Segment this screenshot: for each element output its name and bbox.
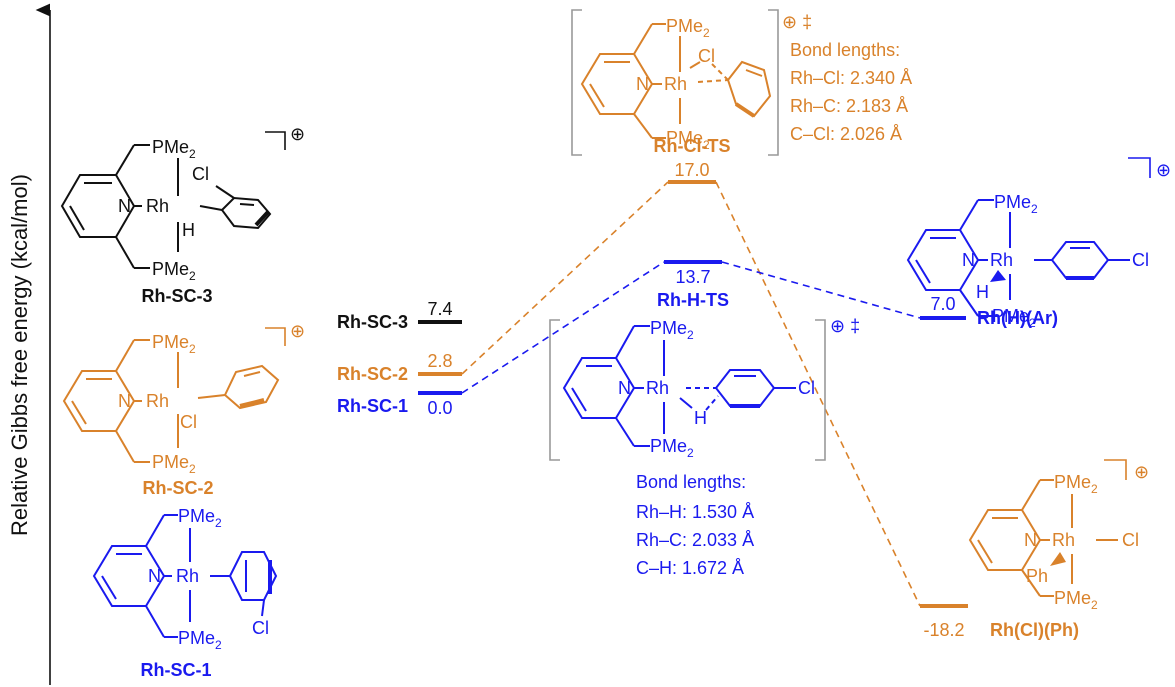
svg-text:PMe2: PMe2 xyxy=(1054,472,1098,496)
structure-rh-h-ar xyxy=(906,199,1130,317)
y-axis-label: Relative Gibbs free energy (kcal/mol) xyxy=(7,174,32,536)
svg-text:PMe2: PMe2 xyxy=(152,259,196,283)
structure-rh-cl-ts xyxy=(580,23,772,139)
connector-sc1-hts xyxy=(461,261,665,394)
level-value-rh-cl-ts: 17.0 xyxy=(674,160,709,180)
svg-text:Cl: Cl xyxy=(798,378,815,398)
structure-rh-sc-1 xyxy=(92,514,278,638)
structure-rh-sc-3 xyxy=(60,144,272,269)
svg-text:Cl: Cl xyxy=(252,618,269,638)
svg-text:Rh: Rh xyxy=(1052,530,1075,550)
svg-text:PMe2: PMe2 xyxy=(650,436,694,460)
svg-text:Rh-SC-2: Rh-SC-2 xyxy=(143,478,214,498)
structure-rh-cl-ts-text: PMe2 N Rh Cl PMe2 ⊕ ‡ Bond lengths: Rh–C… xyxy=(636,12,912,152)
svg-text:H: H xyxy=(694,408,707,428)
svg-text:PMe2: PMe2 xyxy=(666,128,710,152)
svg-text:Rh–C: 2.183 Å: Rh–C: 2.183 Å xyxy=(790,96,908,116)
svg-text:H: H xyxy=(182,220,195,240)
svg-text:⊕ ‡: ⊕ ‡ xyxy=(830,316,860,336)
svg-text:N: N xyxy=(148,566,161,586)
svg-text:Cl: Cl xyxy=(192,164,209,184)
svg-text:Rh-SC-1: Rh-SC-1 xyxy=(141,660,212,680)
level-label-rh-cl-ts: Rh-Cl-TS xyxy=(654,136,731,156)
structure-rh-sc-3-text: PMe2 N Rh Cl H PMe2 ⊕ Rh-SC-3 xyxy=(118,124,305,306)
wedge-bond-rh-h-ar xyxy=(990,270,1006,282)
level-label-rh-sc-2: Rh-SC-2 xyxy=(337,364,408,384)
svg-text:Ph: Ph xyxy=(1026,566,1048,586)
svg-text:Rh–H: 1.530 Å: Rh–H: 1.530 Å xyxy=(636,502,754,522)
charge-bracket-rh-h-ar xyxy=(1128,157,1151,178)
svg-text:⊕ ‡: ⊕ ‡ xyxy=(782,12,812,32)
structure-rh-sc-2 xyxy=(62,339,280,463)
bracket-rh-cl-ts xyxy=(571,9,779,156)
svg-text:C–H: 1.672 Å: C–H: 1.672 Å xyxy=(636,558,744,578)
level-label-rh-cl-ph: Rh(Cl)(Ph) xyxy=(990,620,1079,640)
svg-text:Rh–C: 2.033 Å: Rh–C: 2.033 Å xyxy=(636,530,754,550)
svg-text:Bond lengths:: Bond lengths: xyxy=(636,472,746,492)
structure-rh-cl-ph-text: PMe2 N Rh Cl Ph PMe2 ⊕ xyxy=(1024,462,1149,612)
connector-hts-har xyxy=(721,261,921,319)
svg-text:PMe2: PMe2 xyxy=(1054,588,1098,612)
svg-text:Rh: Rh xyxy=(176,566,199,586)
svg-text:Bond lengths:: Bond lengths: xyxy=(790,40,900,60)
svg-text:N: N xyxy=(118,196,131,216)
svg-text:PMe2: PMe2 xyxy=(994,192,1038,216)
bracket-rh-h-ts xyxy=(549,319,826,461)
level-value-rh-h-ar: 7.0 xyxy=(930,294,955,314)
structure-rh-h-ts xyxy=(562,325,796,447)
svg-text:N: N xyxy=(1024,530,1037,550)
structure-rh-sc-1-text: PMe2 N Rh PMe2 Cl Rh-SC-1 xyxy=(141,506,270,680)
structure-rh-sc-2-text: PMe2 N Rh Cl PMe2 ⊕ Rh-SC-2 xyxy=(118,321,305,498)
charge-bracket-rh-sc-2 xyxy=(265,327,286,346)
charge-bracket-rh-sc-3 xyxy=(265,131,286,150)
svg-text:N: N xyxy=(618,378,631,398)
svg-text:PMe2: PMe2 xyxy=(152,452,196,476)
svg-text:PMe2: PMe2 xyxy=(178,506,222,530)
svg-text:⊕: ⊕ xyxy=(290,321,305,341)
svg-text:Cl: Cl xyxy=(1122,530,1139,550)
connector-sc2-clts xyxy=(461,181,669,375)
level-value-rh-sc-1: 0.0 xyxy=(427,398,452,418)
svg-text:⊕: ⊕ xyxy=(290,124,305,144)
wedge-bond-rh-cl-ph xyxy=(1050,552,1066,566)
svg-text:Cl: Cl xyxy=(698,46,715,66)
svg-text:Cl: Cl xyxy=(1132,250,1149,270)
structure-rh-h-ts-text: PMe2 N Rh H Cl PMe2 ⊕ ‡ Bond lengths: Rh… xyxy=(618,316,860,578)
svg-text:⊕: ⊕ xyxy=(1156,160,1171,180)
svg-text:N: N xyxy=(962,250,975,270)
svg-text:Rh–Cl: 2.340 Å: Rh–Cl: 2.340 Å xyxy=(790,68,912,88)
svg-text:H: H xyxy=(976,282,989,302)
svg-text:PMe2: PMe2 xyxy=(152,137,196,161)
svg-text:PMe2: PMe2 xyxy=(666,16,710,40)
level-value-rh-sc-2: 2.8 xyxy=(427,351,452,371)
level-label-rh-h-ar: Rh(H)(Ar) xyxy=(977,308,1058,328)
level-label-rh-sc-3: Rh-SC-3 xyxy=(337,312,408,332)
charge-bracket-rh-cl-ph xyxy=(1104,459,1127,480)
level-label-rh-h-ts: Rh-H-TS xyxy=(657,290,729,310)
structure-rh-h-ar-text: PMe2 N Rh H Cl PMe2 ⊕ xyxy=(962,160,1171,330)
svg-text:PMe2: PMe2 xyxy=(178,628,222,652)
svg-text:Rh: Rh xyxy=(146,196,169,216)
level-label-rh-sc-1: Rh-SC-1 xyxy=(337,396,408,416)
svg-text:N: N xyxy=(636,74,649,94)
svg-text:Rh-SC-3: Rh-SC-3 xyxy=(142,286,213,306)
svg-text:C–Cl: 2.026 Å: C–Cl: 2.026 Å xyxy=(790,124,902,144)
structure-rh-cl-ph xyxy=(968,479,1118,597)
svg-text:Cl: Cl xyxy=(180,412,197,432)
svg-text:PMe2: PMe2 xyxy=(992,306,1036,330)
level-value-rh-cl-ph: -18.2 xyxy=(923,620,964,640)
svg-text:⊕: ⊕ xyxy=(1134,462,1149,482)
svg-text:Rh: Rh xyxy=(990,250,1013,270)
svg-text:PMe2: PMe2 xyxy=(152,332,196,356)
svg-text:Rh: Rh xyxy=(146,391,169,411)
level-value-rh-sc-3: 7.4 xyxy=(427,299,452,319)
svg-text:Rh: Rh xyxy=(646,378,669,398)
level-value-rh-h-ts: 13.7 xyxy=(675,267,710,287)
svg-text:Rh: Rh xyxy=(664,74,687,94)
connector-clts-clph xyxy=(715,181,921,607)
svg-text:N: N xyxy=(118,391,131,411)
svg-text:PMe2: PMe2 xyxy=(650,318,694,342)
